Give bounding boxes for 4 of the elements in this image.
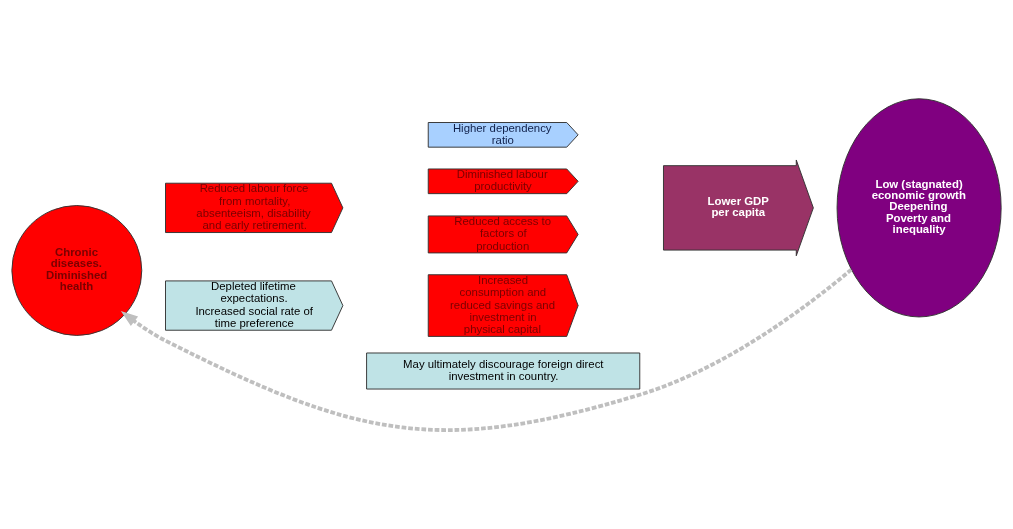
node-ellipse: Low (stagnated) economic growth Deepening Poverty and inequality: [836, 98, 1002, 318]
node-box: May ultimately discourage foreign direct investment in country.: [366, 352, 641, 390]
arrow: [120, 268, 853, 432]
node-circle: Chronic diseases. Diminished health: [11, 205, 143, 336]
